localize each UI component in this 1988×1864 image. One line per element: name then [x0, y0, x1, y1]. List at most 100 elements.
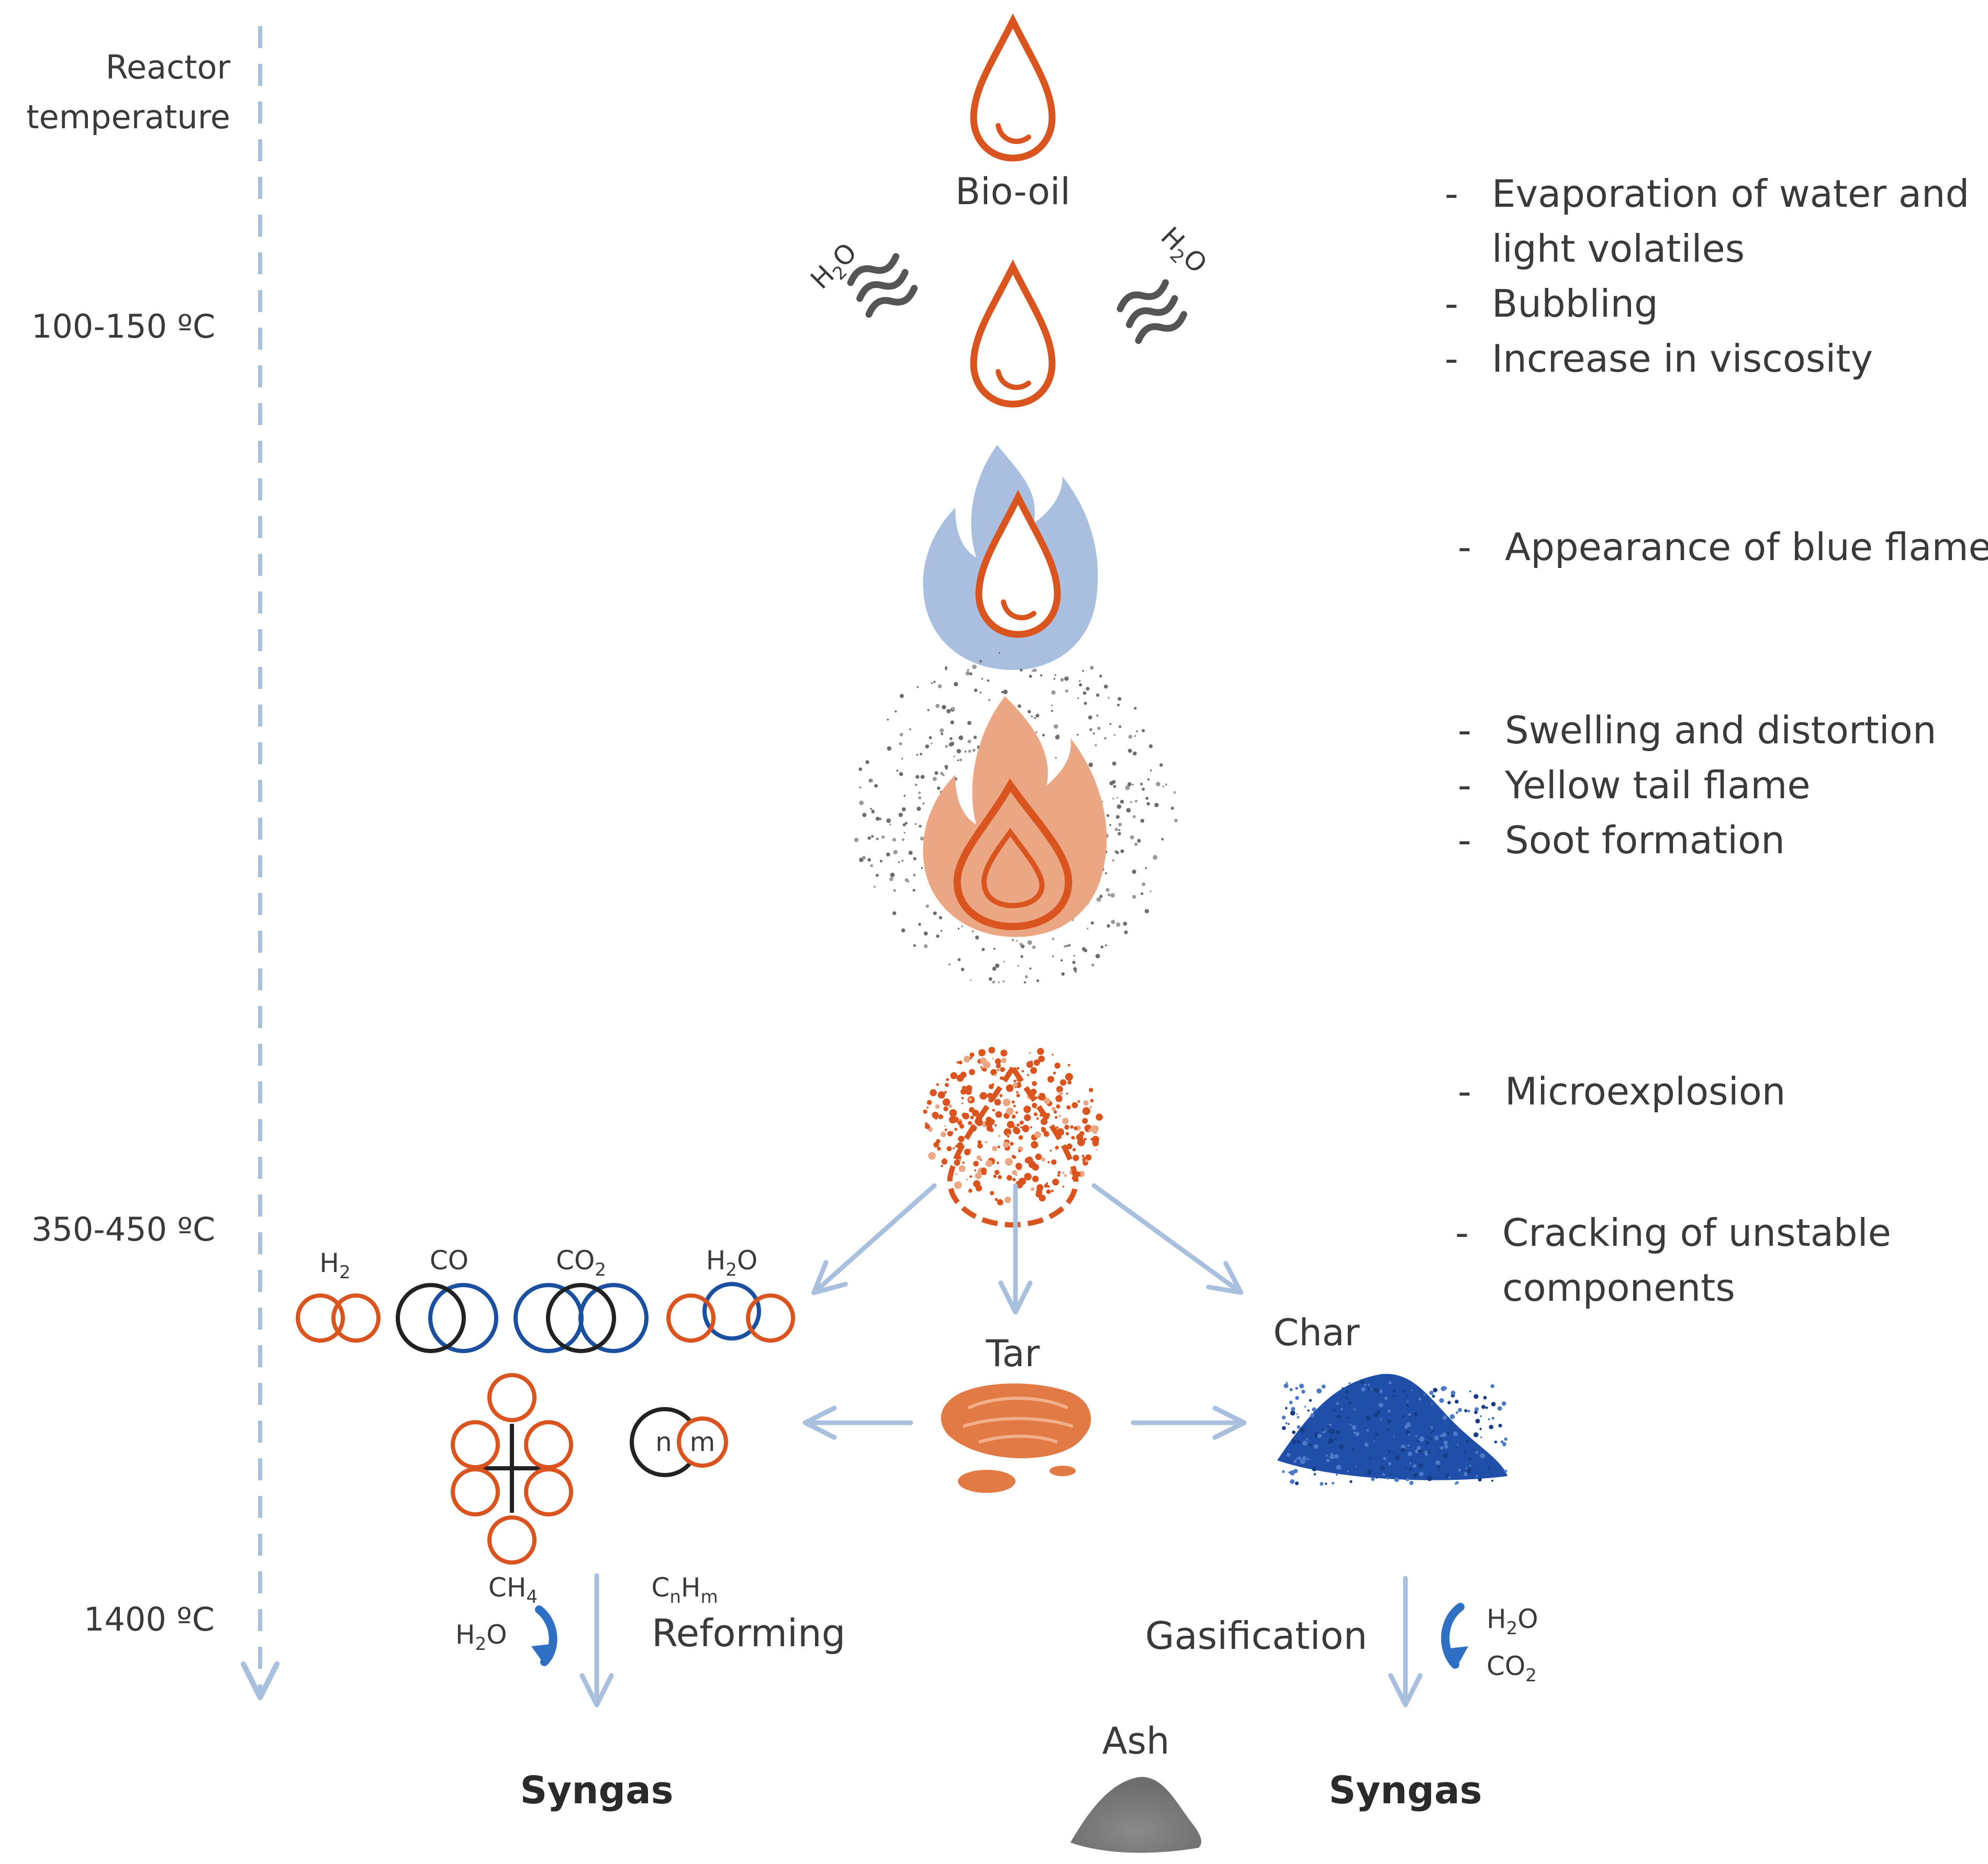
- explosion-fragment: [1012, 1126, 1020, 1134]
- explosion-fragment: [1016, 1112, 1018, 1114]
- soot-particle: [1097, 727, 1101, 730]
- char-grain: [1373, 1412, 1379, 1417]
- explosion-fragment: [938, 1114, 943, 1120]
- soot-particle: [954, 682, 958, 687]
- soot-particle: [901, 838, 904, 841]
- soot-particle: [1036, 979, 1040, 983]
- explosion-fragment: [1007, 1175, 1012, 1181]
- explosion-fragment: [1019, 1178, 1026, 1185]
- soot-particle: [998, 652, 1001, 654]
- soot-particle: [1035, 731, 1037, 733]
- char-grain: [1345, 1396, 1348, 1399]
- explosion-fragment: [1074, 1126, 1078, 1131]
- soot-particle: [898, 812, 903, 817]
- char-grain: [1312, 1466, 1317, 1471]
- char-grain: [1307, 1458, 1310, 1461]
- char-grain: [1469, 1465, 1472, 1467]
- soot-particle: [887, 746, 891, 751]
- char-grain: [1450, 1390, 1456, 1396]
- explosion-fragment: [1012, 1170, 1018, 1176]
- notes-cracking: - Cracking of unstable components: [1455, 1211, 1891, 1310]
- explosion-fragment: [1079, 1131, 1085, 1136]
- char-grain: [1413, 1472, 1419, 1478]
- soot-particle: [1072, 961, 1076, 964]
- char-grain: [1504, 1469, 1507, 1473]
- explosion-fragment: [962, 1102, 964, 1104]
- soot-particle: [923, 944, 928, 948]
- explosion-fragment: [1096, 1149, 1098, 1151]
- char-grain: [1328, 1430, 1330, 1432]
- char-grain: [1432, 1394, 1435, 1398]
- char-grain: [1419, 1436, 1425, 1442]
- soot-particle: [1147, 778, 1150, 781]
- explosion-fragment: [981, 1068, 984, 1071]
- explosion-fragment: [1082, 1107, 1090, 1115]
- soot-particle: [974, 688, 978, 692]
- notes-swelling: - Swelling and distortion - Yellow tail …: [1458, 708, 1936, 862]
- char-grain: [1320, 1482, 1324, 1486]
- explosion-fragment: [995, 1198, 998, 1201]
- soot-particle: [940, 930, 943, 932]
- char-grain: [1291, 1407, 1295, 1411]
- char-grain: [1475, 1407, 1479, 1412]
- char-grain: [1304, 1405, 1306, 1408]
- char-grain: [1325, 1454, 1328, 1457]
- explosion-fragment: [976, 1119, 983, 1126]
- explosion-fragment: [989, 1128, 994, 1132]
- soot-particle: [901, 757, 903, 760]
- explosion-fragment: [954, 1128, 957, 1131]
- explosion-fragment: [1090, 1138, 1093, 1141]
- explosion-fragment: [1011, 1155, 1015, 1158]
- svg-text:Bubbling: Bubbling: [1492, 282, 1658, 326]
- soot-particle: [1103, 684, 1108, 689]
- char-grain: [1371, 1477, 1375, 1481]
- char-grain: [1446, 1432, 1450, 1435]
- char-grain: [1406, 1395, 1408, 1397]
- svg-text:-: -: [1458, 763, 1471, 807]
- axis-title-line1: Reactor: [106, 48, 231, 86]
- soot-particle: [1142, 787, 1145, 791]
- soot-particle: [1118, 697, 1122, 701]
- soot-particle: [920, 775, 925, 779]
- explosion-fragment: [997, 1199, 1003, 1206]
- explosion-fragment: [1013, 1104, 1016, 1108]
- soot-particle: [1148, 744, 1153, 749]
- soot-particle: [1099, 675, 1102, 678]
- char-grain: [1297, 1440, 1301, 1444]
- soot-particle: [1112, 780, 1116, 784]
- explosion-fragment: [1002, 1098, 1011, 1107]
- soot-particle: [1051, 710, 1053, 712]
- explosion-fragment: [974, 1122, 976, 1124]
- soot-particle: [1055, 735, 1060, 740]
- explosion-fragment: [1059, 1079, 1067, 1086]
- soot-particle: [1103, 736, 1107, 740]
- soot-particle: [918, 791, 921, 795]
- soot-particle: [879, 818, 881, 820]
- soot-particle: [956, 749, 962, 754]
- explosion-fragment: [999, 1076, 1003, 1080]
- explosion-fragment: [1044, 1184, 1048, 1188]
- soot-particle: [1134, 799, 1138, 802]
- explosion-fragment: [1058, 1114, 1061, 1118]
- h2-label: H2: [319, 1248, 350, 1283]
- char-grain: [1405, 1477, 1410, 1481]
- explosion-fragment: [1000, 1067, 1005, 1072]
- char-grain: [1498, 1423, 1502, 1428]
- explosion-fragment: [988, 1046, 996, 1054]
- explosion-fragment: [962, 1112, 967, 1119]
- explosion-fragment: [964, 1148, 971, 1156]
- soot-particle: [1012, 939, 1014, 941]
- explosion-fragment: [990, 1191, 995, 1196]
- soot-particle: [1170, 807, 1174, 810]
- explosion-fragment: [993, 1174, 997, 1178]
- ash-label: Ash: [1102, 1720, 1170, 1762]
- soot-particle: [907, 880, 910, 883]
- char-grain: [1310, 1413, 1314, 1417]
- soot-particle: [870, 864, 873, 867]
- char-grain: [1476, 1475, 1478, 1478]
- soot-particle: [1094, 744, 1097, 746]
- explosion-fragment: [1010, 1142, 1014, 1146]
- soot-particle: [992, 966, 997, 971]
- explosion-fragment: [1007, 1121, 1014, 1129]
- soot-particle: [939, 916, 943, 920]
